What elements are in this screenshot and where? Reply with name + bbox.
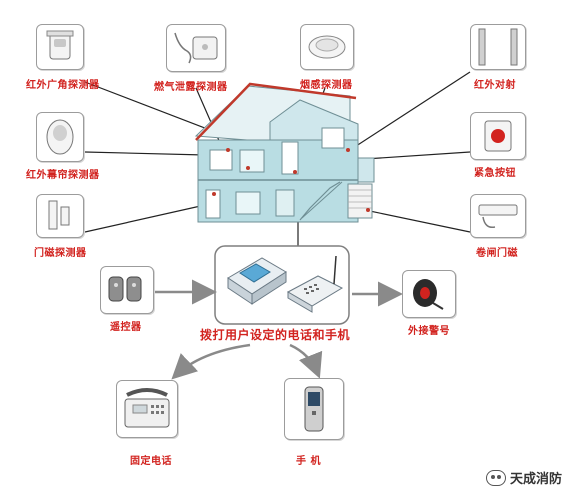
infrared-curtain-box (36, 112, 84, 162)
label-remote-control: 遥控器 (110, 322, 142, 333)
infrared-curtain-icon (46, 119, 74, 155)
label-landline: 固定电话 (130, 456, 172, 467)
label-emergency-button: 紧急按钮 (474, 168, 516, 179)
line-door (84, 204, 206, 233)
mobile-phone-icon (304, 386, 324, 432)
label-external-siren: 外接警号 (408, 326, 450, 337)
emergency-button-box (470, 112, 526, 160)
gas-leak-icon (174, 32, 218, 64)
label-infrared-beam: 红外对射 (474, 80, 516, 91)
emergency-button-icon (484, 120, 512, 152)
door-magnet-icon (48, 200, 70, 230)
label-door-magnet: 门磁探测器 (34, 248, 87, 259)
smoke-detector-box (300, 24, 354, 70)
house-illustration (194, 82, 375, 223)
signal-arrows (153, 279, 403, 380)
siren-icon (413, 279, 444, 310)
phone-dialer-device (286, 255, 344, 313)
infrared-beam-box (470, 24, 526, 70)
label-rolling-door-magnet: 卷闸门磁 (476, 248, 518, 259)
landline-box (116, 380, 178, 438)
landline-phone-icon (124, 388, 170, 428)
line-curtain (84, 151, 206, 156)
line-wide-angle (84, 81, 211, 131)
line-beam (349, 71, 471, 151)
door-magnet-box (36, 194, 84, 238)
label-infrared-wide-angle: 红外广角探测器 (26, 80, 100, 91)
watermark: 天成消防 (485, 468, 562, 487)
gas-leak-box (166, 24, 226, 72)
label-dial-message: 拨打用户设定的电话和手机 (200, 328, 351, 342)
line-rolling (364, 209, 471, 233)
label-smoke: 烟感探测器 (300, 80, 353, 91)
label-infrared-curtain: 红外幕帘探测器 (26, 170, 100, 181)
infrared-wide-angle-box (36, 24, 84, 70)
label-gas-leak: 燃气泄露探测器 (154, 82, 228, 93)
rolling-door-magnet-icon (478, 204, 518, 229)
remote-control-box (100, 266, 154, 314)
smoke-detector-icon (308, 35, 346, 59)
watermark-text: 天成消防 (509, 472, 562, 487)
control-panel-device (227, 257, 287, 305)
label-mobile-phone: 手 机 (296, 456, 321, 467)
remote-control-icon (108, 276, 142, 302)
infrared-beam-icon (478, 28, 518, 66)
infrared-wide-angle-icon (46, 30, 74, 60)
external-siren-box (402, 270, 456, 318)
wechat-icon (485, 469, 506, 486)
rolling-door-magnet-box (470, 194, 526, 238)
mobile-phone-box (284, 378, 344, 440)
